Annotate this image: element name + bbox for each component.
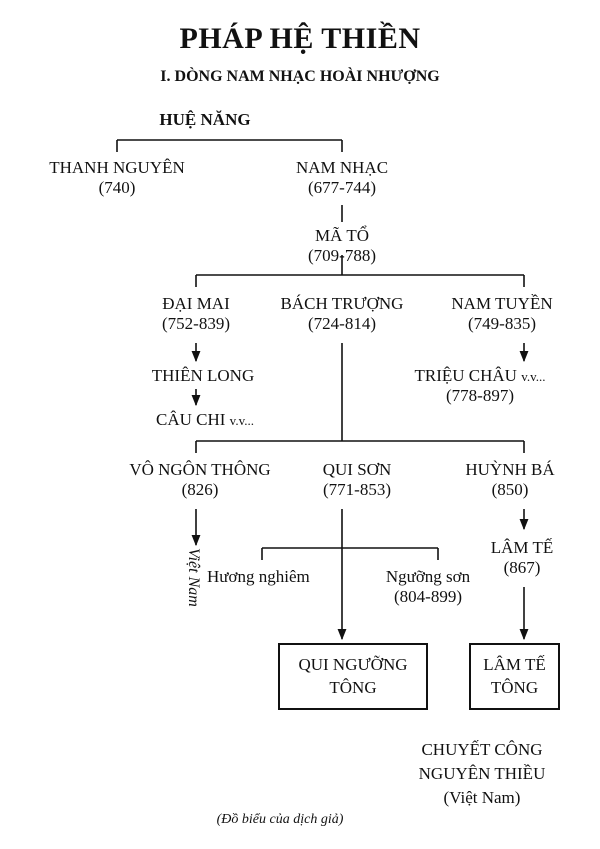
node-nguong-son: Ngưỡng sơn (804-899) [386,567,470,606]
box-qui-nguong-tong: QUI NGƯỠNG TÔNG [278,643,428,710]
node-name: BÁCH TRƯỢNG [280,294,404,313]
node-huong-nghiem: Hương nghiêm [207,567,310,586]
box-line: LÂM TẾ [483,654,546,674]
node-name: THANH NGUYÊN [49,158,185,177]
box-line: TÔNG [329,677,377,697]
node-years: (826) [181,479,219,499]
node-viet-nam-vertical: Việt Nam [185,548,202,607]
box-line: TÔNG [490,677,539,697]
node-years: (752-839) [162,313,230,333]
page-title: PHÁP HỆ THIỀN [179,22,421,55]
node-name: HUỲNH BÁ [465,460,555,479]
node-chuyet-cong: CHUYẾT CÔNG NGUYÊN THIỀU (Việt Nam) [419,738,546,809]
node-bach-truong: BÁCH TRƯỢNG (724-814) [281,294,404,333]
node-years: (804-899) [394,586,462,606]
node-years: (677-744) [308,177,376,197]
diagram-caption: (Đồ biểu của dịch giả) [216,812,344,827]
node-thien-long: THIÊN LONG [151,366,255,385]
node-hue-nang: HUỆ NĂNG [159,110,251,129]
box-lam-te-tong: LÂM TẾ TÔNG [469,643,560,710]
node-qui-son: QUI SƠN (771-853) [323,460,391,499]
node-vo-ngon-thong: VÔ NGÔN THÔNG (826) [129,460,270,499]
node-years: (850) [491,479,529,499]
node-suffix: v.v... [229,413,254,428]
node-trieu-chau: TRIỆU CHÂU v.v... (778-897) [414,366,545,405]
node-name: VÔ NGÔN THÔNG [129,460,271,479]
node-ma-to: MÃ TỔ (709-788) [308,226,376,265]
node-years: (867) [503,557,541,577]
node-years: (749-835) [468,313,536,333]
node-years: (724-814) [308,313,376,333]
node-line: (Việt Nam) [443,787,521,807]
node-years: (778-897) [446,385,514,405]
node-lam-te: LÂM TẾ (867) [491,538,554,577]
node-line: NGUYÊN THIỀU [418,763,546,783]
node-name: NAM NHẠC [295,158,389,177]
node-name: ĐẠI MAI [162,294,230,313]
node-years: (740) [98,177,136,197]
node-name: NAM TUYỀN [451,294,553,313]
node-name: Ngưỡng sơn [385,567,471,586]
node-name: QUI SƠN [322,460,392,479]
section-subtitle: I. DÒNG NAM NHẠC HOÀI NHƯỢNG [160,68,440,85]
box-line: QUI NGƯỠNG [298,654,408,674]
node-thanh-nguyen: THANH NGUYÊN (740) [49,158,185,197]
node-years: (709-788) [308,245,376,265]
node-line: CHUYẾT CÔNG [421,740,543,759]
node-huynh-ba: HUỲNH BÁ (850) [465,460,554,499]
node-suffix: v.v... [521,369,546,384]
node-years: (771-853) [323,479,391,499]
node-dai-mai: ĐẠI MAI (752-839) [162,294,230,333]
node-cau-chi: CÂU CHI v.v... [156,410,254,430]
node-nam-tuyen: NAM TUYỀN (749-835) [451,294,552,333]
node-name: CÂU CHI [156,410,226,429]
node-name: LÂM TẾ [490,538,554,557]
node-name: MÃ TỔ [314,226,369,245]
node-nam-nhac: NAM NHẠC (677-744) [296,158,388,197]
node-name: TRIỆU CHÂU [414,366,517,385]
